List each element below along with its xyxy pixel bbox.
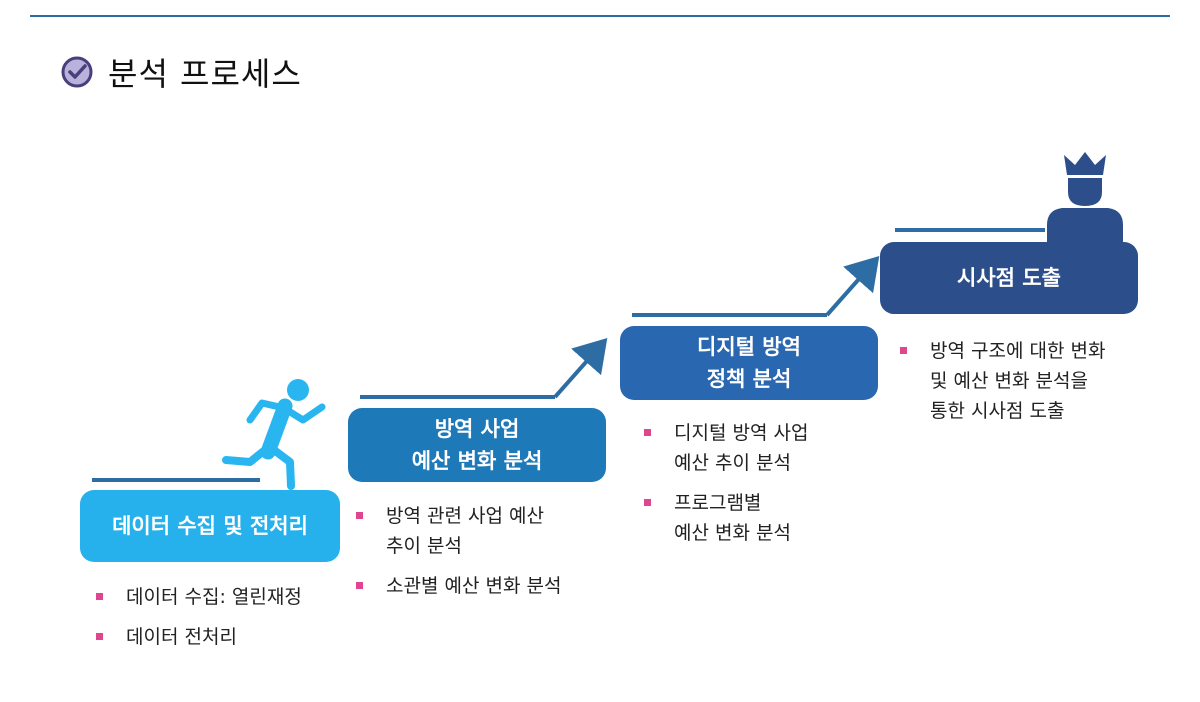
bullet-marker <box>96 593 103 600</box>
list-item: 프로그램별 예산 변화 분석 <box>640 488 808 548</box>
running-person-icon <box>222 379 326 490</box>
title-bar: 분석 프로세스 <box>60 50 302 94</box>
step-3-bullets: 디지털 방역 사업 예산 추이 분석 프로그램별 예산 변화 분석 <box>640 418 808 558</box>
bullet-marker <box>644 429 651 436</box>
bullet-marker <box>644 499 651 506</box>
check-circle-icon <box>61 56 93 88</box>
step-4-bullets: 방역 구조에 대한 변화 및 예산 변화 분석을 통한 시사점 도출 <box>896 336 1105 436</box>
bullet-marker <box>356 582 363 589</box>
bullet-marker <box>900 347 907 354</box>
step-2-box: 방역 사업 예산 변화 분석 <box>348 408 606 482</box>
list-item: 방역 관련 사업 예산 추이 분석 <box>352 501 561 561</box>
step-3-box: 디지털 방역 정책 분석 <box>620 326 878 400</box>
page-title: 분석 프로세스 <box>108 55 302 93</box>
step-4-box: 시사점 도출 <box>880 242 1138 314</box>
list-item: 데이터 수집: 열린재정 <box>92 582 302 612</box>
bullet-marker <box>356 512 363 519</box>
list-item: 소관별 예산 변화 분석 <box>352 571 561 601</box>
step-3-label: 디지털 방역 정책 분석 <box>697 335 801 391</box>
crowned-person-icon <box>1047 152 1123 242</box>
bullet-marker <box>96 633 103 640</box>
step3-arrow <box>825 256 880 317</box>
step2-arrow <box>553 338 608 399</box>
step-1-label: 데이터 수집 및 전처리 <box>112 514 308 538</box>
step-2-bullets: 방역 관련 사업 예산 추이 분석 소관별 예산 변화 분석 <box>352 501 561 611</box>
step-1-box: 데이터 수집 및 전처리 <box>80 490 340 562</box>
top-rule <box>30 15 1170 17</box>
list-item: 데이터 전처리 <box>92 622 302 652</box>
list-item: 디지털 방역 사업 예산 추이 분석 <box>640 418 808 478</box>
step-2-label: 방역 사업 예산 변화 분석 <box>411 417 543 473</box>
list-item: 방역 구조에 대한 변화 및 예산 변화 분석을 통한 시사점 도출 <box>896 336 1105 426</box>
step-1-bullets: 데이터 수집: 열린재정 데이터 전처리 <box>92 582 302 662</box>
step-4-label: 시사점 도출 <box>957 266 1061 290</box>
